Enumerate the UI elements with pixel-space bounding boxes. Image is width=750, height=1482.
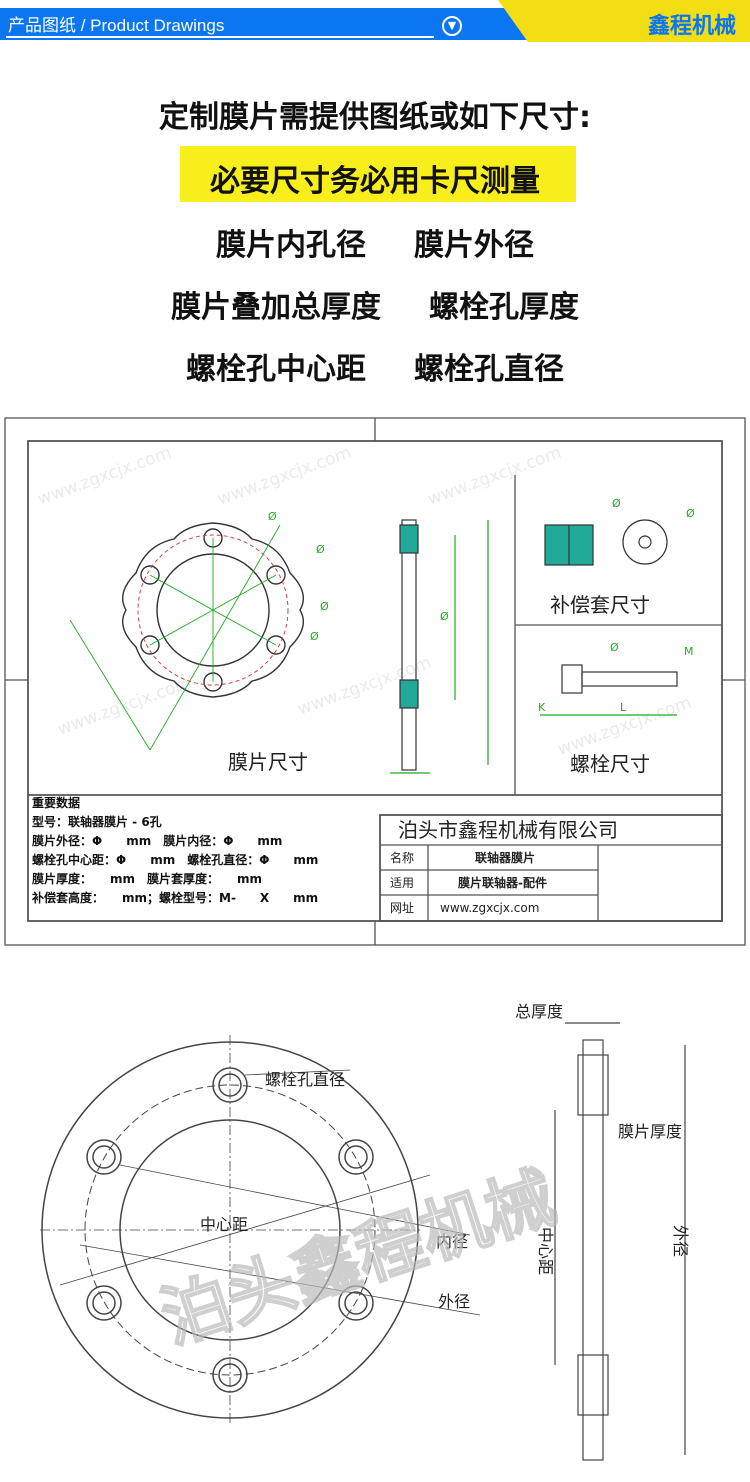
bolt-caption: 螺栓尺寸	[570, 752, 650, 776]
data-line: 膜片外径：Φ mm 膜片内径：Φ mm	[32, 833, 282, 848]
section-title: 产品图纸 / Product Drawings	[8, 16, 225, 35]
side-view	[554, 1022, 686, 1461]
front-view	[40, 1035, 481, 1425]
diaphragm-side-view	[390, 519, 489, 774]
requirement-row: 膜片叠加总厚度 螺栓孔厚度	[0, 282, 750, 326]
watermark-text: 泊头鑫程机械	[152, 1158, 564, 1359]
total-thickness-label: 总厚度	[515, 1002, 563, 1021]
table-key: 适用	[390, 876, 414, 890]
table-key: 网址	[390, 901, 414, 915]
header-banner: 产品图纸 / Product Drawings ▼ 鑫程机械	[0, 0, 750, 42]
data-line: 螺栓孔中心距：Φ mm 螺栓孔直径：Φ mm	[32, 852, 318, 867]
requirement-row: 膜片内孔径 膜片外径	[0, 220, 750, 264]
requirement-row: 螺栓孔中心距 螺栓孔直径	[0, 344, 750, 388]
brand-name: 鑫程机械	[647, 14, 736, 39]
title-underline	[6, 36, 434, 38]
highlight-box	[180, 146, 576, 202]
watermark-text: www.zgxcjx.com	[35, 443, 174, 510]
bolt-k-label: K	[538, 701, 546, 714]
phi-label: Ø	[310, 630, 319, 643]
company-name: 泊头市鑫程机械有限公司	[398, 818, 618, 842]
watermark-text: www.zgxcjx.com	[425, 443, 564, 510]
plate-thickness-label: 膜片厚度	[618, 1122, 682, 1141]
requirement-item: 螺栓孔中心距	[186, 352, 366, 387]
phi-label: Ø	[440, 610, 449, 623]
bolt-m-label: M	[684, 645, 694, 658]
data-line: 型号：联轴器膜片 - 6孔	[32, 814, 162, 829]
table-value: 膜片联轴器-配件	[458, 875, 547, 890]
diaphragm-caption: 膜片尺寸	[228, 750, 308, 774]
phi-label: Ø	[316, 543, 325, 556]
header-brand-panel	[498, 0, 750, 42]
phi-label: Ø	[686, 507, 695, 520]
requirement-item: 螺栓孔直径	[414, 352, 564, 387]
requirement-item: 膜片叠加总厚度	[171, 290, 381, 325]
bolt-hole-diameter-label: 螺栓孔直径	[265, 1070, 345, 1089]
data-line: 补偿套高度： mm；螺栓型号：M- X mm	[31, 890, 318, 905]
requirement-item: 螺栓孔厚度	[429, 290, 579, 325]
sleeve-caption: 补偿套尺寸	[550, 593, 650, 617]
bolt-l-label: L	[620, 701, 627, 714]
chevron-down-circle-icon[interactable]: ▼	[442, 16, 462, 36]
watermark-text: www.zgxcjx.com	[215, 443, 354, 510]
phi-label: Ø	[612, 497, 621, 510]
requirements-heading: 定制膜片需提供图纸或如下尺寸:	[159, 100, 591, 135]
side-center-distance-label: 中心距	[536, 1227, 555, 1275]
sleeve-drawing	[544, 519, 668, 566]
outer-diameter-label: 外径	[438, 1292, 470, 1311]
phi-label: Ø	[610, 641, 619, 654]
inner-diameter-label: 内径	[436, 1232, 468, 1251]
data-line: 膜片厚度： mm 膜片套厚度： mm	[32, 871, 262, 886]
data-title: 重要数据	[32, 795, 80, 810]
requirement-item: 膜片外径	[414, 228, 534, 263]
phi-label: Ø	[268, 510, 277, 523]
phi-label: Ø	[320, 600, 329, 613]
table-key: 名称	[390, 850, 414, 865]
watermark-text: www.zgxcjx.com	[55, 673, 194, 740]
center-distance-label: 中心距	[200, 1215, 248, 1234]
requirement-item: 膜片内孔径	[216, 228, 366, 263]
technical-drawing-sheet: www.zgxcjx.com www.zgxcjx.com www.zgxcjx…	[4, 417, 746, 946]
diaphragm-front-view	[69, 522, 304, 751]
side-outer-diameter-label: 外径	[671, 1225, 690, 1257]
bolt-drawing	[540, 664, 678, 716]
table-value: www.zgxcjx.com	[440, 901, 539, 915]
flange-diaphragm-drawing: 螺栓孔直径 中心距 内径 外径 总厚度 膜片厚度 中心距 外径 泊头鑫程机械	[40, 1002, 690, 1461]
table-value: 联轴器膜片	[475, 850, 535, 865]
requirements-highlight: 必要尺寸务必用卡尺测量	[210, 164, 540, 199]
